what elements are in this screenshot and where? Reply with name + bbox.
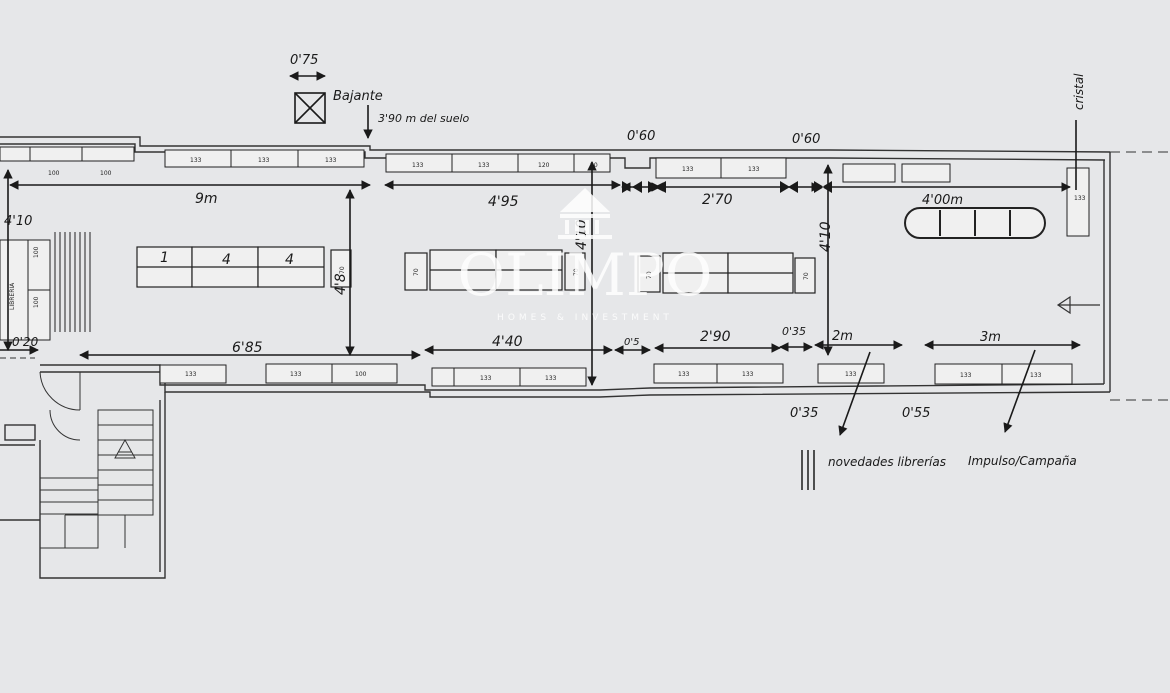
svg-text:133: 133 [748, 166, 760, 173]
island-1-number: 1 [160, 250, 169, 266]
dim-bottom-4: 2'90 [700, 329, 731, 345]
svg-text:133: 133 [682, 166, 694, 173]
bottom-gap-1: 0'35 [790, 406, 818, 421]
dim-vertical-1: 4'8 [333, 273, 349, 295]
left-height-label: 4'10 [4, 214, 32, 229]
svg-text:133: 133 [478, 162, 490, 169]
staircase [39, 409, 154, 549]
label-novedades: novedades librerías [828, 455, 946, 469]
left-gap-label: 0'20 [12, 335, 39, 349]
island-2-right-label: 70 [573, 268, 580, 276]
libreria-width-bottom: 100 [33, 296, 40, 308]
svg-text:133: 133 [1030, 372, 1042, 379]
svg-text:120: 120 [538, 162, 550, 169]
svg-text:133: 133 [185, 371, 197, 378]
svg-text:133: 133 [845, 371, 857, 378]
dim-top-1: 9m [195, 191, 218, 207]
height-note: 3'90 m del suelo [378, 112, 470, 125]
libreria-width-top: 100 [33, 246, 40, 258]
libreria-label: LIBRERIA [9, 282, 16, 310]
svg-text:133: 133 [325, 157, 337, 164]
svg-text:133: 133 [1074, 195, 1086, 202]
top-width-label: 0'75 [290, 53, 318, 68]
dim-bottom-7: 3m [980, 330, 1001, 345]
svg-text:80: 80 [590, 162, 598, 169]
watermark-tagline: HOMES & INVESTMENT [497, 313, 673, 323]
svg-text:133: 133 [290, 371, 302, 378]
svg-text:133: 133 [960, 372, 972, 379]
dim-vertical-3: 4'10 [818, 221, 834, 252]
dim-top-4: 4'00m [922, 193, 963, 208]
bottom-shelves [159, 363, 1073, 387]
island-3-left-label: 70 [646, 271, 653, 279]
island-unit-1 [136, 246, 352, 288]
bottom-shelf-labels: 133 133 100 133 133 133 133 133 133 133 [185, 371, 1042, 382]
bajante-label: Bajante [333, 89, 383, 104]
svg-text:133: 133 [480, 375, 492, 382]
gap-marks [622, 181, 832, 193]
dim-bottom-5: 0'35 [782, 325, 806, 338]
island-2-number: 4 [222, 252, 231, 268]
island-unit-3 [637, 252, 816, 294]
svg-text:100: 100 [48, 170, 60, 177]
svg-text:133: 133 [742, 371, 754, 378]
island-2-left-label: 70 [413, 268, 420, 276]
svg-text:100: 100 [100, 170, 112, 177]
dim-bottom-6: 2m [832, 329, 853, 344]
island-3-number: 4 [285, 252, 294, 268]
tally-marks [801, 450, 815, 490]
svg-text:100: 100 [355, 371, 367, 378]
svg-text:133: 133 [258, 157, 270, 164]
dim-top-3: 2'70 [702, 192, 733, 208]
olimpo-watermark: OLIMPO HOMES & INVESTMENT [458, 188, 713, 323]
temple-logo-icon [558, 188, 612, 239]
watermark-brand: OLIMPO [458, 241, 713, 309]
island-unit-2 [404, 249, 586, 291]
entrance-arrow-icon [1056, 295, 1100, 315]
gap-left-label: 0'60 [627, 129, 655, 144]
gap-right-label: 0'60 [792, 132, 820, 147]
dimension-lines [0, 71, 1081, 436]
island-1-end-label: 70 [339, 266, 346, 274]
door-swing-2 [49, 409, 81, 441]
bottom-gap-2: 0'55 [902, 406, 930, 421]
svg-text:133: 133 [678, 371, 690, 378]
dim-bottom-1: 6'85 [232, 340, 263, 356]
top-shelves [0, 146, 1090, 237]
bajante-icon [294, 92, 326, 124]
svg-text:133: 133 [545, 375, 557, 382]
dim-bottom-3: 0'5 [624, 337, 639, 348]
rounded-island [904, 207, 1046, 239]
svg-text:133: 133 [412, 162, 424, 169]
dim-top-2: 4'95 [488, 194, 519, 210]
side-note: cristal [1072, 73, 1086, 110]
island-3-right-label: 70 [803, 272, 810, 280]
label-impulso: Impulso/Campaña [968, 454, 1077, 468]
door-swing [39, 371, 81, 411]
dim-bottom-2: 4'40 [492, 334, 523, 350]
svg-text:133: 133 [190, 157, 202, 164]
